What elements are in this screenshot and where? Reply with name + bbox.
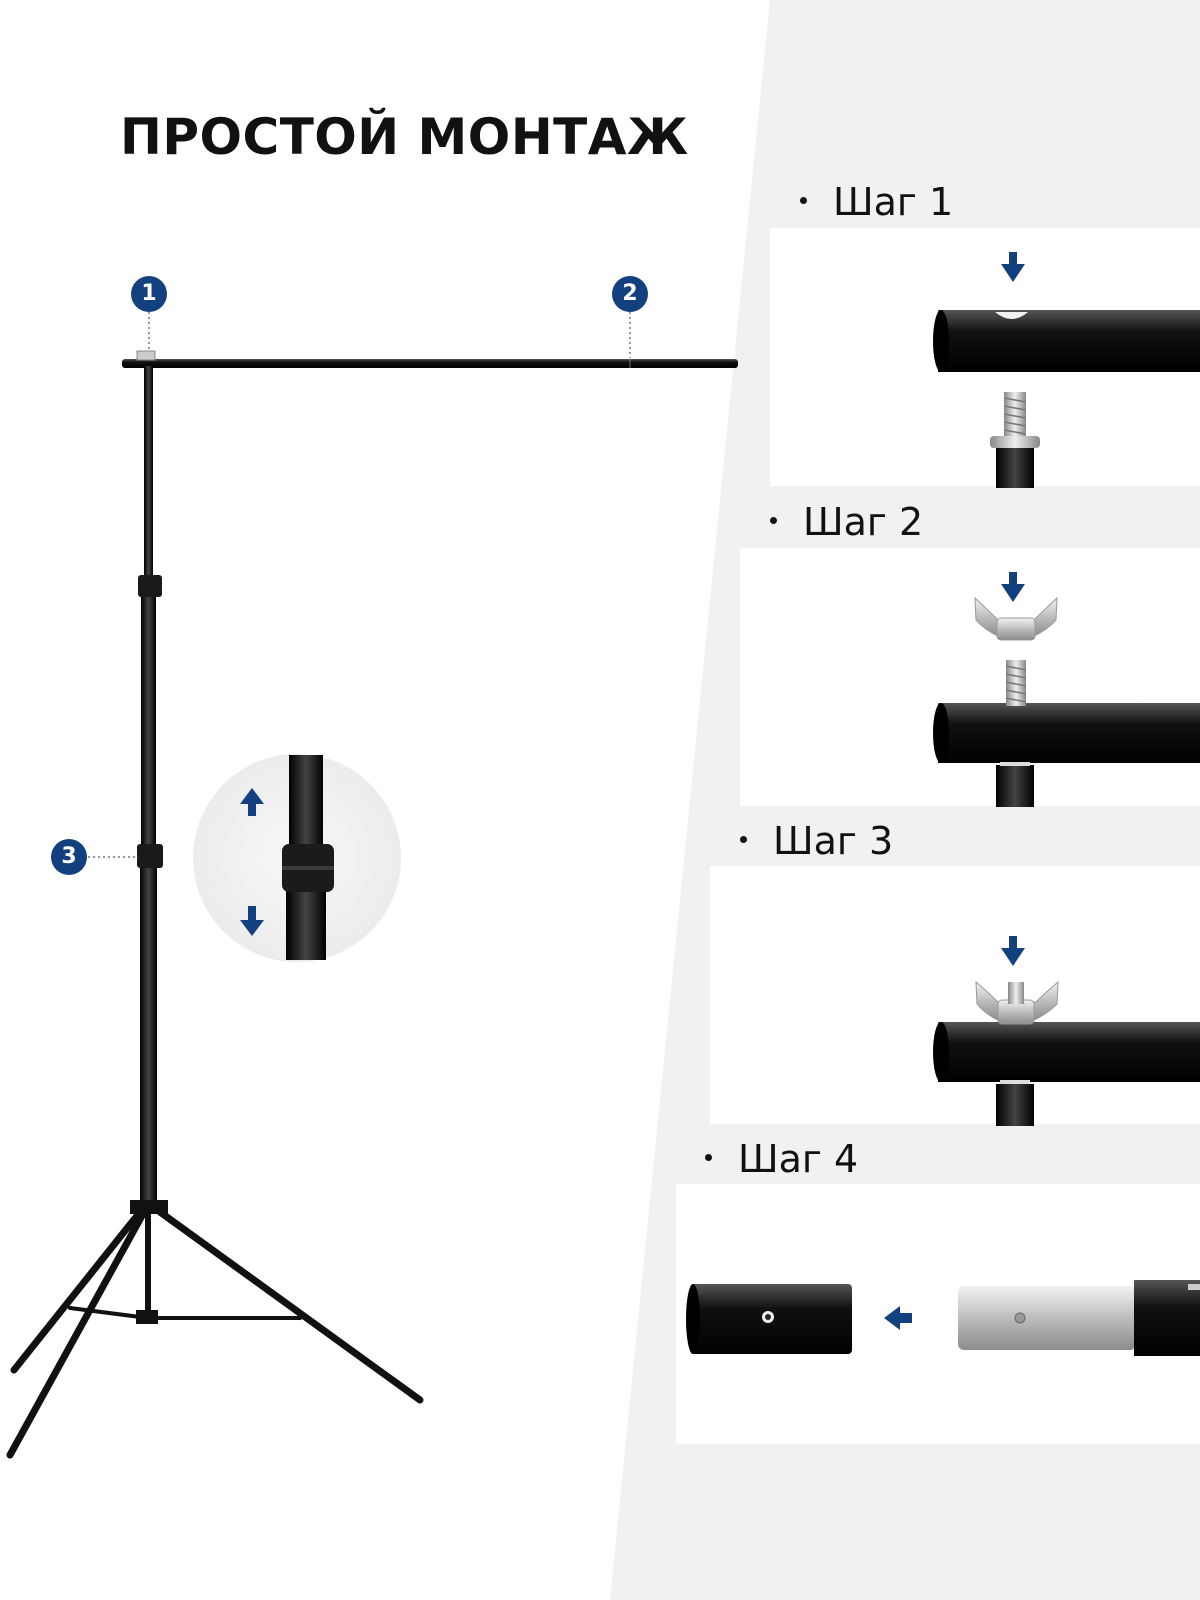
- arrow-down-icon: [1001, 572, 1025, 602]
- crossbar: [122, 359, 738, 368]
- step-4-label: Шаг 4: [705, 1137, 858, 1181]
- bullet-icon: [800, 197, 807, 204]
- arrow-down-icon: [240, 906, 264, 936]
- wing-nut-icon: [974, 596, 1058, 641]
- tripod-base: [6, 1200, 424, 1459]
- step-3-illustration: [933, 936, 1200, 1126]
- step-3-label: Шаг 3: [740, 819, 893, 863]
- step-1-label: Шаг 1: [800, 180, 953, 224]
- page-title: ПРОСТОЙ МОНТАЖ: [120, 108, 689, 166]
- step-2-label: Шаг 2: [770, 500, 923, 544]
- arrow-down-icon: [1001, 936, 1025, 966]
- bullet-icon: [770, 517, 777, 524]
- arrow-up-icon: [240, 788, 264, 816]
- bullet-icon: [705, 1154, 712, 1161]
- callout-badge-1: 1: [131, 276, 167, 312]
- vertical-pole: [137, 366, 163, 1206]
- height-adjust-zoom: [193, 754, 401, 962]
- step-2-illustration: [933, 572, 1200, 807]
- callout-badge-3: 3: [51, 839, 87, 875]
- step-1-illustration: [933, 252, 1200, 488]
- pole-lock-clip-upper: [138, 575, 162, 597]
- bullet-icon: [740, 836, 747, 843]
- wing-nut-icon: [975, 980, 1059, 1025]
- callout-badge-2: 2: [612, 276, 648, 312]
- pole-lock-clip-lower: [137, 844, 163, 868]
- arrow-down-icon: [1001, 252, 1025, 282]
- step-4-illustration: [686, 1280, 1200, 1356]
- top-connector: [136, 350, 156, 361]
- arrow-left-icon: [884, 1306, 912, 1330]
